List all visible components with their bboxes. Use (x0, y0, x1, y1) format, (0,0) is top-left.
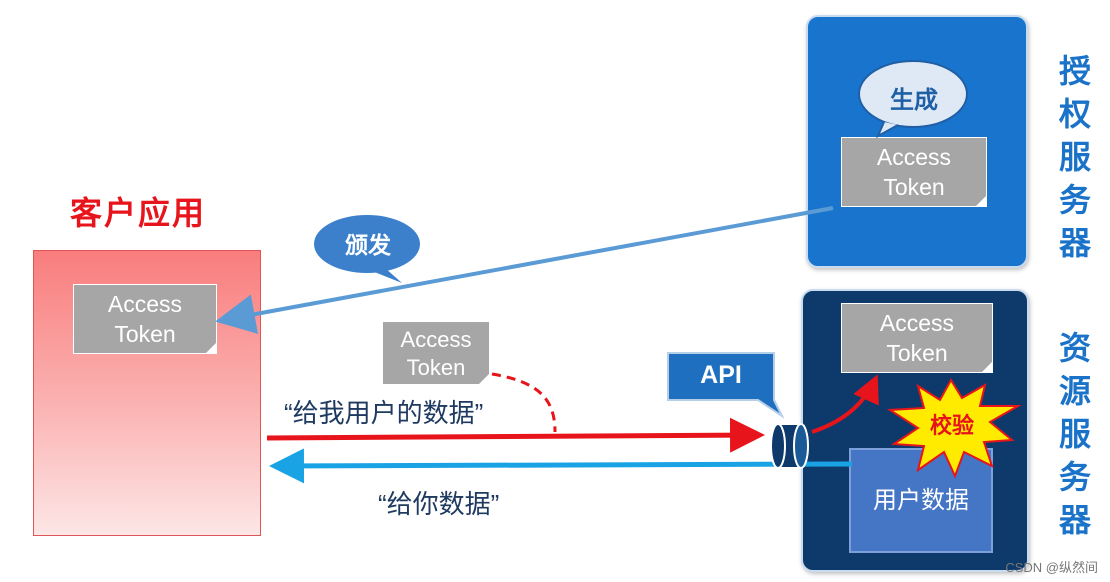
issue-arrow (215, 206, 834, 334)
request-arrow (266, 417, 765, 453)
token-line: Access (107, 291, 183, 317)
api-callout (667, 352, 785, 419)
token-line: Token (406, 355, 466, 380)
verify-label: 校验 (929, 413, 974, 438)
footer-watermark: CSDN @纵然间 (1005, 560, 1098, 575)
generate-bubble (858, 60, 968, 139)
token-line: Token (114, 321, 176, 347)
verify-arrow (811, 374, 879, 434)
resource-access-token: Access Token (841, 303, 993, 373)
token-line: Access (879, 310, 955, 336)
verify-starburst (886, 378, 1022, 479)
auth-access-token: Access Token (841, 137, 987, 207)
request-access-token: Access Token (382, 321, 490, 385)
request-message: “给我用户的数据” (284, 398, 484, 428)
api-label: API (700, 361, 742, 389)
resource-server-title: 资源服务器 (1058, 330, 1091, 538)
generate-bubble-label: 生成 (890, 87, 938, 114)
token-line: Access (400, 327, 472, 352)
token-line: Access (876, 144, 952, 170)
auth-server-title: 授权服务器 (1058, 53, 1091, 261)
issue-bubble (314, 215, 420, 283)
api-pipe (770, 423, 809, 469)
issue-bubble-label: 颁发 (345, 232, 391, 258)
token-line: Token (883, 174, 945, 200)
client-access-token: Access Token (73, 284, 217, 354)
token-tether (491, 372, 557, 433)
token-line: Token (886, 340, 948, 366)
client-title: 客户应用 (70, 195, 207, 231)
response-arrow (269, 448, 853, 484)
response-message: “给你数据” (378, 489, 500, 519)
